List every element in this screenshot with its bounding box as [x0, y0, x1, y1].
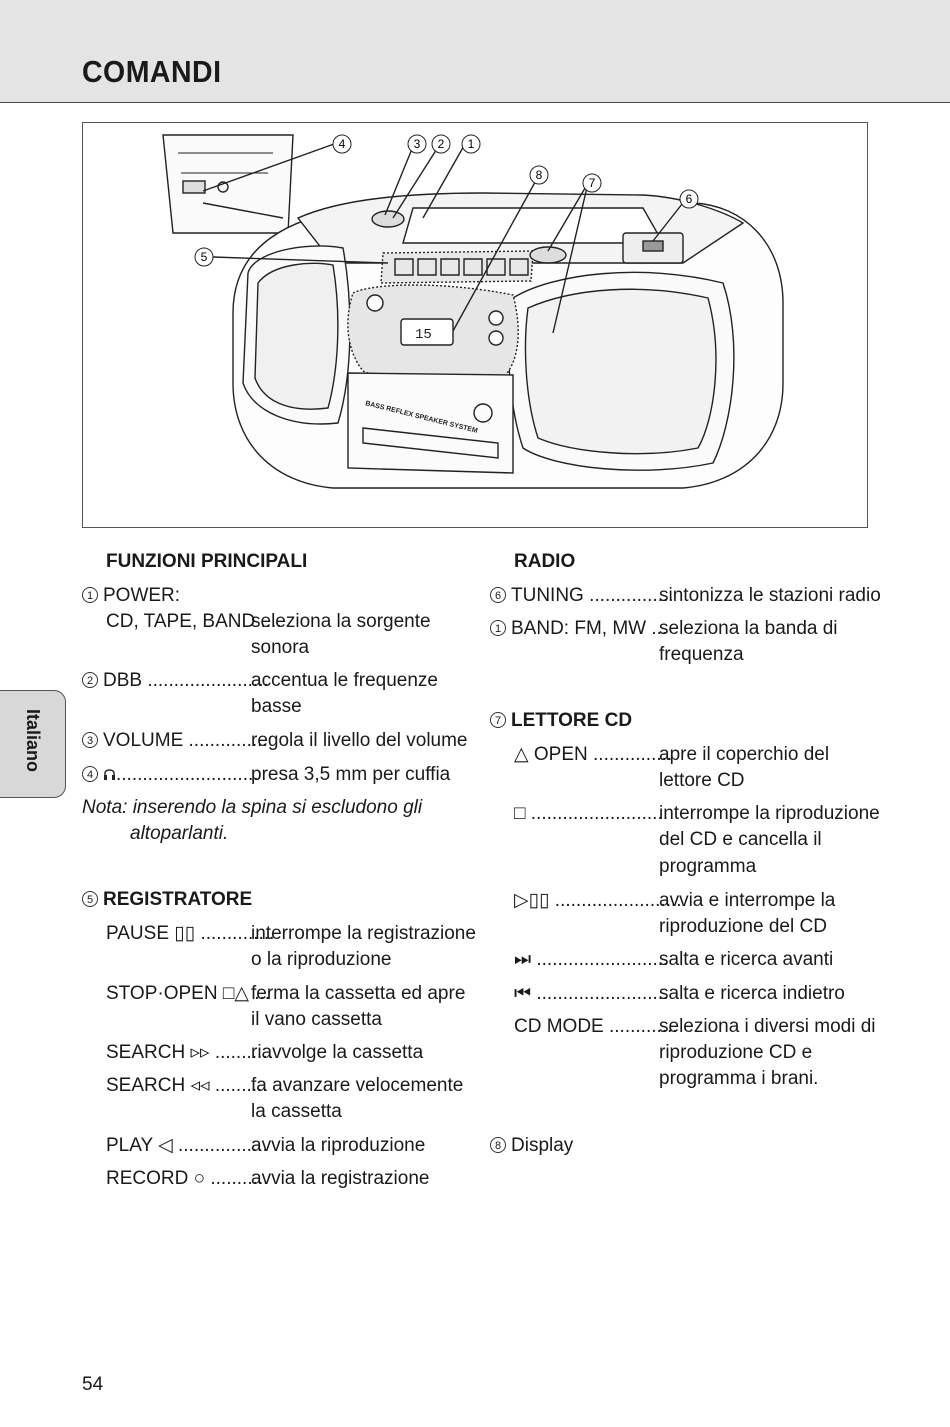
band-desc-2: frequenza: [659, 644, 744, 665]
band-desc-1: seleziona la banda di: [659, 618, 838, 639]
cd-desc-open-1: apre il coperchio del: [659, 744, 830, 765]
band-item: 1 BAND: FM, MW ...: [490, 616, 667, 643]
cd-heading: 7 LETTORE CD: [490, 708, 632, 735]
volume-label: VOLUME ...............: [103, 730, 268, 751]
number-badge: 1: [490, 620, 506, 636]
svg-text:6: 6: [686, 192, 693, 206]
number-badge: 6: [490, 587, 506, 603]
number-badge: 4: [82, 766, 98, 782]
headphones-icon: [104, 769, 115, 780]
svg-text:2: 2: [438, 137, 445, 151]
dbb-label: DBB .......................: [103, 670, 269, 691]
cd-desc-play-1: avvia e interrompe la: [659, 890, 836, 911]
cd-desc-next: salta e ricerca avanti: [659, 949, 834, 970]
svg-text:3: 3: [414, 137, 421, 151]
callout-6: 6: [679, 189, 699, 209]
cd-label-open: △ OPEN ...............: [514, 744, 673, 765]
page-number: 54: [82, 1374, 104, 1395]
cd-desc-mode-2: riproduzione CD e: [659, 1042, 813, 1063]
registratore-heading: 5 REGISTRATORE: [82, 887, 252, 914]
cd-desc-stop-1: interrompe la riproduzione: [659, 803, 880, 824]
note-line-1: Nota: inserendo la spina si escludono gl…: [82, 797, 423, 818]
reg-label-search-rev: SEARCH ◃◃ ..........: [106, 1075, 268, 1096]
dbb-desc-2: basse: [251, 696, 302, 717]
language-tab: Italiano: [0, 690, 66, 798]
cd-label-prev: ⏮ .........................: [514, 983, 669, 1004]
tuning-item: 6 TUNING ................: [490, 583, 674, 610]
boombox-drawing: 15 BASS REFLEX SPEAKER SYSTEM 4 3 2 1 8: [162, 134, 784, 489]
display-label: Display: [511, 1135, 574, 1156]
svg-text:4: 4: [339, 137, 346, 151]
cd-desc-stop-2: del CD e cancella il: [659, 829, 822, 850]
power-label: POWER:: [103, 585, 181, 606]
svg-text:8: 8: [536, 168, 543, 182]
source-desc-2: sonora: [251, 637, 310, 658]
reg-label-stop: STOP·OPEN □△ ...: [106, 983, 271, 1004]
callout-2: 2: [431, 134, 451, 154]
phones-label: ...........................: [116, 764, 259, 785]
reg-label-pause: PAUSE ▯▯ ..............: [106, 923, 275, 944]
registratore-title: REGISTRATORE: [103, 889, 253, 910]
funzioni-heading: FUNZIONI PRINCIPALI: [106, 551, 308, 572]
cd-label-next: ⏭ .........................: [514, 949, 669, 970]
callout-3: 3: [407, 134, 427, 154]
reg-label-play: PLAY ◁ .................: [106, 1135, 268, 1156]
display-item: 8 Display: [490, 1133, 573, 1160]
cd-desc-stop-3: programma: [659, 856, 757, 877]
number-badge: 3: [82, 732, 98, 748]
source-label: CD, TAPE, BAND ....: [106, 611, 282, 632]
reg-desc-pause-2: o la riproduzione: [251, 949, 392, 970]
svg-text:1: 1: [468, 137, 475, 151]
source-desc-1: seleziona la sorgente: [251, 611, 431, 632]
callout-4: 4: [332, 134, 352, 154]
phones-desc: presa 3,5 mm per cuffia: [251, 764, 451, 785]
reg-desc-search-fwd: riavvolge la cassetta: [251, 1042, 424, 1063]
cd-title: LETTORE CD: [511, 710, 633, 731]
cd-desc-mode-1: seleziona i diversi modi di: [659, 1016, 876, 1037]
reg-desc-stop-2: il vano cassetta: [251, 1009, 382, 1030]
tuning-label: TUNING ................: [511, 585, 674, 606]
language-label: Italiano: [23, 709, 43, 773]
band-label: BAND: FM, MW ...: [511, 618, 668, 639]
cd-desc-play-2: riproduzione del CD: [659, 916, 827, 937]
cd-desc-mode-3: programma i brani.: [659, 1068, 819, 1089]
note-line-2: altoparlanti.: [130, 823, 229, 844]
number-badge: 8: [490, 1137, 506, 1153]
reg-desc-stop-1: ferma la cassetta ed apre: [251, 983, 466, 1004]
dbb-desc-1: accentua le frequenze: [251, 670, 438, 691]
number-badge: 7: [490, 712, 506, 728]
callout-8: 8: [529, 165, 549, 185]
page-header: COMANDI: [0, 0, 950, 103]
product-illustration: 15 BASS REFLEX SPEAKER SYSTEM 4 3 2 1 8: [82, 122, 868, 528]
cd-label-mode: CD MODE .............: [514, 1016, 678, 1037]
reg-label-record: RECORD ○ ...........: [106, 1168, 269, 1189]
cd-desc-open-2: lettore CD: [659, 770, 745, 791]
callout-5: 5: [194, 247, 214, 267]
svg-text:7: 7: [589, 176, 596, 190]
volume-desc: regola il livello del volume: [251, 730, 468, 751]
radio-heading: RADIO: [514, 551, 576, 572]
cd-label-play: ▷▯▯ ........................: [514, 890, 682, 911]
callout-1: 1: [461, 134, 481, 154]
volume-item: 3 VOLUME ...............: [82, 728, 268, 755]
reg-desc-search-rev-1: fa avanzare velocemente: [251, 1075, 464, 1096]
display-readout: 15: [415, 327, 432, 343]
reg-desc-record: avvia la registrazione: [251, 1168, 430, 1189]
number-badge: 5: [82, 891, 98, 907]
cd-desc-prev: salta e ricerca indietro: [659, 983, 845, 1004]
power-item: 1 POWER:: [82, 583, 180, 610]
reg-desc-search-rev-2: la cassetta: [251, 1101, 342, 1122]
phones-item: 4...........................: [82, 762, 259, 789]
number-badge: 2: [82, 672, 98, 688]
cd-label-stop: □ ..........................: [514, 803, 669, 824]
dbb-item: 2 DBB .......................: [82, 668, 269, 695]
svg-text:5: 5: [201, 250, 208, 264]
callout-7: 7: [582, 173, 602, 193]
number-badge: 1: [82, 587, 98, 603]
tuning-desc: sintonizza le stazioni radio: [659, 585, 881, 606]
reg-desc-play: avvia la riproduzione: [251, 1135, 426, 1156]
reg-desc-pause-1: interrompe la registrazione: [251, 923, 476, 944]
page-title: COMANDI: [82, 54, 222, 89]
reg-label-search-fwd: SEARCH ▹▹ ...........: [106, 1042, 273, 1063]
